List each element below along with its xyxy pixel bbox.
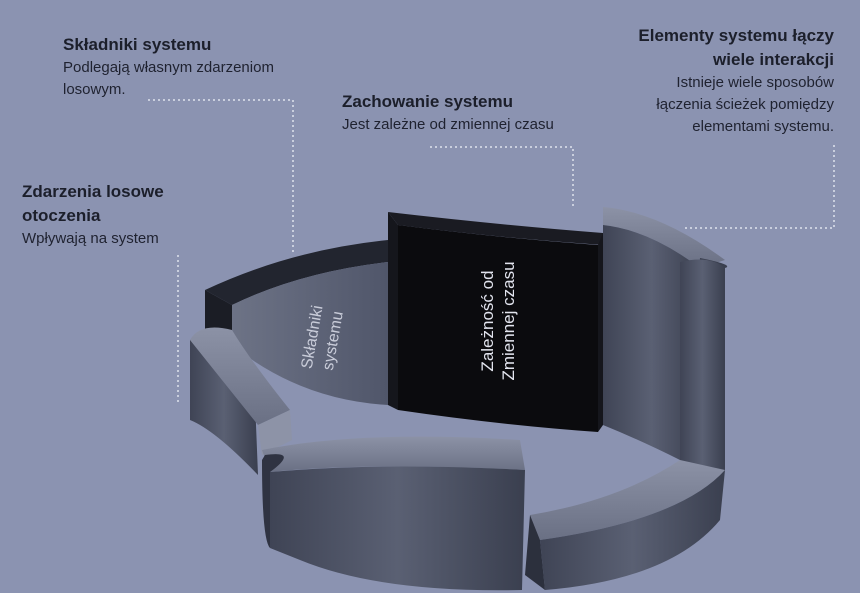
segment-time-label: Zależność od Zmiennej czasu <box>477 246 519 396</box>
segment-front <box>262 437 525 591</box>
callout-elements-title: Elementy systemu łączy wiele interakcji <box>564 24 834 72</box>
callout-elements: Elementy systemu łączy wiele interakcji … <box>564 24 834 138</box>
callout-environment: Zdarzenia losowe otoczenia Wpływają na s… <box>22 180 242 250</box>
callout-environment-desc: Wpływają na system <box>22 228 242 250</box>
callout-components-desc: Podlegają własnym zdarzeniom losowym. <box>63 57 323 101</box>
connector-elements <box>682 145 834 228</box>
callout-elements-desc: Istnieje wiele sposobów łączenia ścieżek… <box>564 72 834 138</box>
callout-components: Składniki systemu Podlegają własnym zdar… <box>63 33 323 101</box>
segment-right <box>680 258 727 472</box>
connector-behavior <box>430 147 573 208</box>
segment-front-right <box>525 460 725 590</box>
callout-components-title: Składniki systemu <box>63 33 323 57</box>
callout-environment-title: Zdarzenia losowe otoczenia <box>22 180 242 228</box>
